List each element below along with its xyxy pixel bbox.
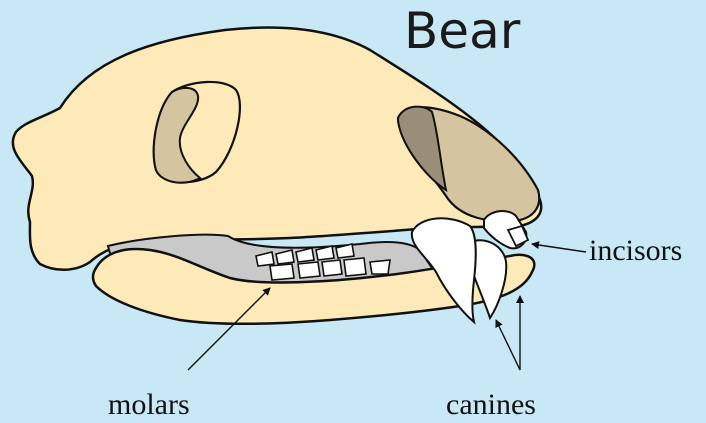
canines-label: canines (446, 390, 536, 420)
diagram-title: Bear (404, 6, 520, 56)
incisors-label: incisors (589, 236, 682, 266)
molars-label: molars (108, 390, 190, 420)
canines-pointer-1 (496, 320, 520, 370)
incisors-pointer (532, 244, 586, 252)
